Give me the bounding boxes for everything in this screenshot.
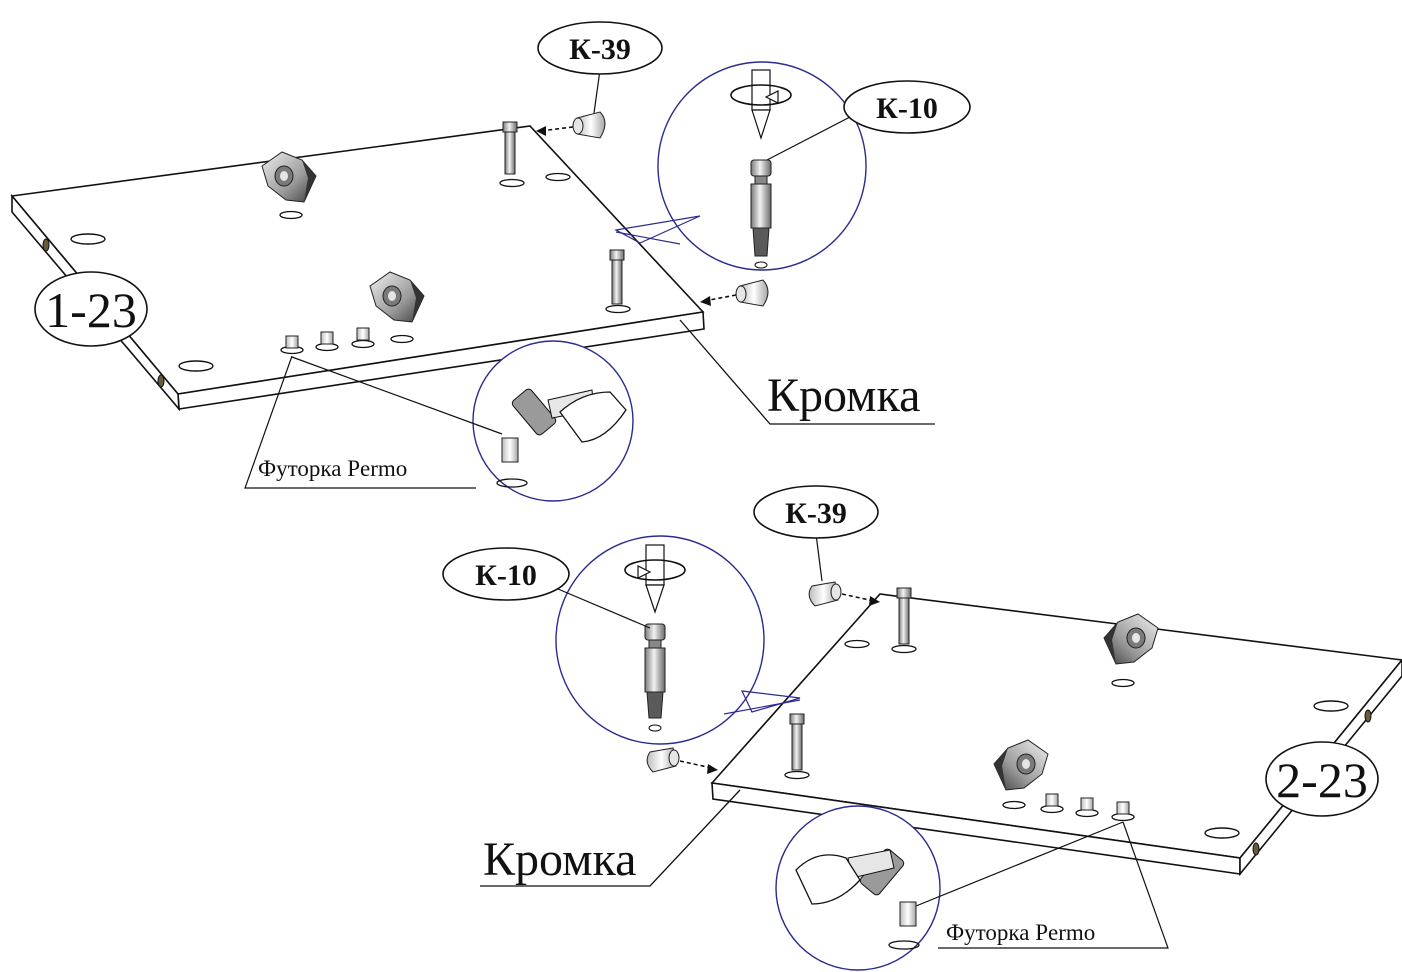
rotation-arrow-icon [624, 559, 686, 581]
cam-hole [178, 360, 214, 372]
shelf-support-bracket [993, 739, 1049, 791]
detail-circle-hammer [775, 805, 1124, 971]
part-number-2-23: 2-23 [1276, 752, 1368, 808]
edge-label-callout: Кромка [679, 319, 935, 425]
k10-label: К-10 [876, 92, 938, 125]
hand-icon [559, 391, 627, 443]
cam-cap [572, 111, 606, 139]
edge-label: Кромка [483, 833, 636, 886]
k39-callout: К-39 [537, 21, 663, 114]
detail-circle-hammer [291, 340, 634, 502]
cam-pin [609, 249, 625, 305]
detail-circle-cam-pin [555, 535, 801, 745]
edge-label-callout: Кромка [480, 789, 741, 887]
cam-pin [502, 121, 518, 175]
part-number-badge: 1-23 [34, 271, 148, 347]
hole [605, 304, 631, 314]
hole [390, 334, 414, 344]
insert-sleeve [899, 901, 917, 927]
cam-pin [789, 713, 805, 771]
part-number-badge: 2-23 [1265, 741, 1379, 817]
detail-circle-cam-pin [614, 61, 867, 271]
shelf-support-bracket [1103, 613, 1159, 665]
edge-hole [1252, 842, 1260, 856]
insertion-arrow [539, 126, 574, 132]
panel-1-23: К-39 К-10 1-23 [10, 21, 971, 502]
hole [844, 639, 870, 649]
insertion-arrow [679, 760, 713, 769]
cam-cap [808, 581, 842, 607]
edge-hole [1364, 709, 1372, 723]
cam-hole [70, 233, 106, 245]
cam-cap [646, 747, 680, 773]
panel-2-23: К-39 К-10 2-23 [442, 485, 1402, 971]
edge-label: Кромка [767, 369, 920, 422]
part-number-1-23: 1-23 [45, 282, 137, 338]
insert-label: Футорка Permo [258, 456, 407, 481]
hole [784, 770, 810, 780]
cam-cap [735, 279, 769, 307]
shelf-support-bracket [261, 151, 317, 203]
hole [545, 172, 571, 182]
arrow-head [700, 296, 711, 306]
hole [279, 210, 303, 220]
cam-pin [896, 587, 912, 645]
k39-callout: К-39 [753, 485, 879, 582]
k10-label: К-10 [475, 559, 537, 592]
insert-sleeve [501, 437, 519, 463]
hole [1111, 678, 1135, 688]
cam-hole [1204, 827, 1240, 839]
cam-hole [1313, 700, 1349, 712]
insertion-arrow [841, 593, 875, 602]
panel-top-face [10, 125, 705, 395]
arrow-head [707, 764, 718, 774]
hand-icon [795, 854, 861, 905]
insert-sleeve [285, 327, 370, 349]
insert-sleeve [1045, 793, 1130, 815]
k10-callout: К-10 [442, 547, 651, 629]
hammer-icon [847, 848, 905, 896]
edge-hole [42, 238, 50, 252]
rotation-arrow-icon [730, 84, 792, 106]
insert-label: Футорка Permo [946, 920, 1095, 945]
hole [499, 178, 525, 188]
k39-label: К-39 [569, 33, 631, 66]
insert-label-callout: Футорка Permo [938, 821, 1169, 949]
arrow-head [869, 596, 880, 606]
edge-hole [157, 374, 165, 388]
hole [1002, 800, 1026, 810]
insertion-arrow [703, 294, 737, 302]
k39-label: К-39 [785, 497, 847, 530]
hole [891, 644, 917, 654]
arrow-head [536, 126, 546, 136]
insert-label-callout: Футорка Permo [244, 355, 476, 489]
k10-callout: К-10 [766, 80, 971, 161]
shelf-support-bracket [369, 271, 425, 323]
